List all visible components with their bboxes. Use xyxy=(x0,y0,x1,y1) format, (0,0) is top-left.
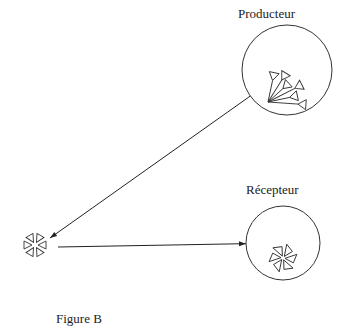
node-label: Récepteur xyxy=(240,182,326,197)
circle-border xyxy=(242,25,332,115)
node-label: Producteur xyxy=(236,6,336,21)
producer-fan xyxy=(263,71,306,110)
circle-node: Producteur xyxy=(236,6,336,117)
receptor-rotor xyxy=(269,244,297,272)
arrow-segment xyxy=(58,244,246,247)
circle-outline xyxy=(240,182,326,282)
arrow-segment xyxy=(50,96,250,238)
figure-caption: Figure B xyxy=(56,311,102,326)
circle-outline xyxy=(236,6,336,117)
circle-node: Récepteur xyxy=(240,182,326,282)
free-cluster xyxy=(24,233,46,256)
circle-border xyxy=(246,206,320,280)
arrow-connector xyxy=(50,96,250,247)
